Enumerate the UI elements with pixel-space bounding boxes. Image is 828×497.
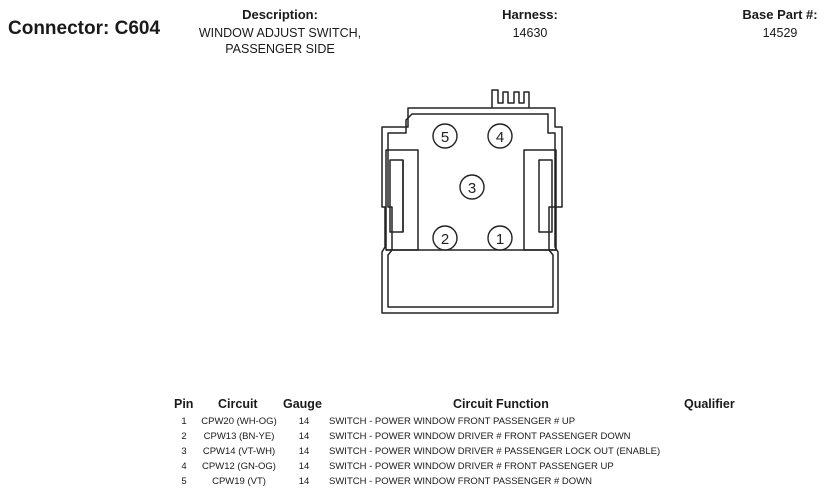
row-function: SWITCH - POWER WINDOW DRIVER # FRONT PAS… <box>329 461 614 472</box>
row-gauge: 14 <box>298 431 310 442</box>
table-row: 5 CPW19 (VT) 14 SWITCH - POWER WINDOW FR… <box>0 476 828 491</box>
pin-2-label: 2 <box>441 231 449 248</box>
row-circuit: CPW12 (GN-OG) <box>202 461 276 472</box>
col-header-gauge: Gauge <box>283 397 322 411</box>
pin-1: 1 <box>487 225 513 251</box>
base-part-value: 14529 <box>762 26 798 40</box>
left-latch <box>385 149 419 251</box>
connector-inner-shell <box>387 113 556 308</box>
row-function: SWITCH - POWER WINDOW DRIVER # FRONT PAS… <box>329 431 631 442</box>
base-part-label: Base Part #: <box>742 7 818 22</box>
pin-1-label: 1 <box>496 231 504 248</box>
col-header-pin: Pin <box>174 397 194 411</box>
pin-3: 3 <box>459 174 485 200</box>
table-row: 4 CPW12 (GN-OG) 14 SWITCH - POWER WINDOW… <box>0 461 828 476</box>
row-gauge: 14 <box>298 416 310 427</box>
row-pin: 3 <box>181 446 187 457</box>
pin-3-label: 3 <box>468 180 476 197</box>
row-function: SWITCH - POWER WINDOW DRIVER # PASSENGER… <box>329 446 661 457</box>
connector-title: Connector: C604 <box>8 18 161 39</box>
row-pin: 4 <box>181 461 187 472</box>
row-function: SWITCH - POWER WINDOW FRONT PASSENGER # … <box>329 476 593 487</box>
row-pin: 2 <box>181 431 187 442</box>
terminal-tab <box>491 89 530 108</box>
right-latch <box>523 149 557 251</box>
row-gauge: 14 <box>298 476 310 487</box>
row-function: SWITCH - POWER WINDOW FRONT PASSENGER # … <box>329 416 576 427</box>
row-gauge: 14 <box>298 461 310 472</box>
connector-outline <box>381 107 563 314</box>
row-gauge: 14 <box>298 446 310 457</box>
description-line-2: PASSENGER SIDE <box>225 42 335 56</box>
pin-4: 4 <box>487 123 513 149</box>
description-line-1: WINDOW ADJUST SWITCH, <box>198 26 362 40</box>
row-pin: 1 <box>181 416 187 427</box>
description-label: Description: <box>242 7 318 22</box>
col-header-qualifier: Qualifier <box>684 397 735 411</box>
row-circuit: CPW13 (BN-YE) <box>203 431 275 442</box>
harness-label: Harness: <box>502 7 558 22</box>
pin-4-label: 4 <box>496 129 504 146</box>
pin-2: 2 <box>432 225 458 251</box>
pin-5: 5 <box>432 123 458 149</box>
description-value: WINDOW ADJUST SWITCH, PASSENGER SIDE <box>160 25 400 57</box>
harness-value: 14630 <box>512 26 548 40</box>
table-row: 2 CPW13 (BN-YE) 14 SWITCH - POWER WINDOW… <box>0 431 828 446</box>
table-row: 1 CPW20 (WH-OG) 14 SWITCH - POWER WINDOW… <box>0 416 828 431</box>
row-pin: 5 <box>181 476 187 487</box>
col-header-circuit: Circuit <box>218 397 258 411</box>
row-circuit: CPW14 (VT-WH) <box>202 446 276 457</box>
row-circuit: CPW19 (VT) <box>212 476 266 487</box>
table-row: 3 CPW14 (VT-WH) 14 SWITCH - POWER WINDOW… <box>0 446 828 461</box>
col-header-function: Circuit Function <box>453 397 549 411</box>
pin-5-label: 5 <box>441 129 449 146</box>
row-circuit: CPW20 (WH-OG) <box>201 416 277 427</box>
